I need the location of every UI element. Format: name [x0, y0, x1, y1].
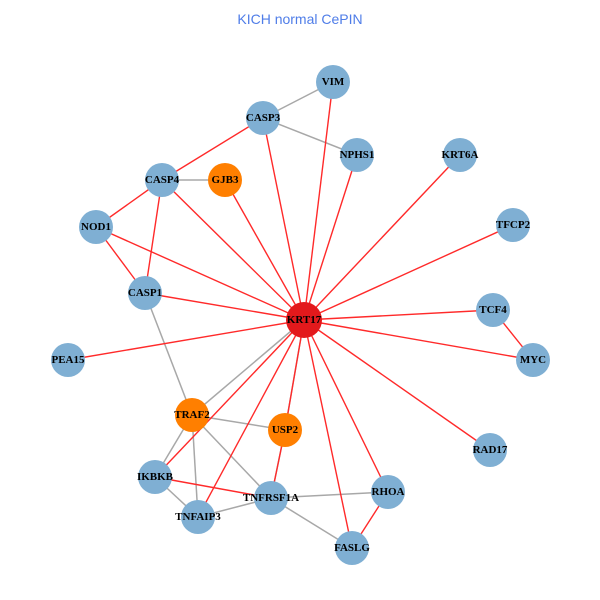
edge-krt17-tnfaip3 — [197, 319, 305, 518]
node-label: TCF4 — [479, 304, 507, 316]
node-casp4: CASP4 — [145, 163, 180, 197]
edge-krt17-pea15 — [67, 319, 305, 361]
edge-krt17-rhoa — [303, 319, 389, 493]
edge-krt17-nod1 — [95, 226, 305, 321]
node-gjb3: GJB3 — [208, 163, 242, 197]
node-circle — [335, 531, 369, 565]
edge-casp1-traf2 — [144, 292, 193, 416]
node-label: RHOA — [372, 486, 405, 498]
node-label: CASP1 — [128, 287, 162, 299]
node-circle — [371, 475, 405, 509]
node-rad17: RAD17 — [473, 433, 508, 467]
node-circle — [476, 293, 510, 327]
edge-casp3-casp4 — [161, 117, 264, 181]
node-vim: VIM — [316, 65, 350, 99]
node-tnfrsf1a: TNFRSF1A — [243, 481, 299, 515]
node-label: MYC — [520, 354, 546, 366]
node-label: NOD1 — [81, 221, 111, 233]
edge-krt17-casp4 — [161, 179, 305, 321]
node-circle — [138, 460, 172, 494]
edge-traf2-tnfrsf1a — [191, 414, 272, 499]
node-circle — [246, 101, 280, 135]
edge-casp4-casp1 — [144, 179, 163, 294]
node-label: KRT6A — [442, 149, 479, 161]
node-label: TFCP2 — [496, 219, 531, 231]
edge-krt17-rad17 — [303, 319, 491, 451]
node-label: CASP3 — [246, 112, 281, 124]
edge-krt17-tcf4 — [303, 309, 494, 321]
node-circle — [254, 481, 288, 515]
node-circle — [496, 208, 530, 242]
node-label: GJB3 — [212, 174, 239, 186]
node-nod1: NOD1 — [79, 210, 113, 244]
node-casp1: CASP1 — [128, 276, 162, 310]
edge-krt17-casp1 — [144, 292, 305, 321]
edge-ikbkb-tnfrsf1a — [154, 476, 272, 499]
node-circle — [286, 302, 322, 338]
node-krt6a: KRT6A — [442, 138, 479, 172]
edge-krt17-usp2 — [284, 319, 305, 431]
node-rhoa: RHOA — [371, 475, 405, 509]
edge-krt17-vim — [303, 81, 334, 321]
node-circle — [516, 343, 550, 377]
node-label: TNFAIP3 — [175, 511, 221, 523]
node-circle — [145, 163, 179, 197]
node-label: CASP4 — [145, 174, 180, 186]
node-label: KRT17 — [287, 314, 322, 326]
edge-tnfrsf1a-rhoa — [270, 491, 389, 499]
node-circle — [473, 433, 507, 467]
node-circle — [175, 398, 209, 432]
node-label: IKBKB — [137, 471, 174, 483]
node-label: FASLG — [334, 542, 370, 554]
node-circle — [268, 413, 302, 447]
node-circle — [79, 210, 113, 244]
node-faslg: FASLG — [334, 531, 370, 565]
node-circle — [340, 138, 374, 172]
edge-krt17-myc — [303, 319, 534, 361]
node-label: NPHS1 — [340, 149, 375, 161]
figure-title: KICH normal CePIN — [237, 11, 363, 27]
node-tcf4: TCF4 — [476, 293, 510, 327]
edge-krt17-traf2 — [191, 319, 305, 416]
node-tfcp2: TFCP2 — [496, 208, 531, 242]
node-pea15: PEA15 — [51, 343, 85, 377]
edge-krt17-krt6a — [303, 154, 461, 321]
edge-krt17-casp3 — [262, 117, 305, 321]
node-tnfaip3: TNFAIP3 — [175, 500, 221, 534]
edge-krt17-tfcp2 — [303, 224, 514, 321]
node-casp3: CASP3 — [246, 101, 281, 135]
node-label: RAD17 — [473, 444, 508, 456]
node-ikbkb: IKBKB — [137, 460, 174, 494]
edge-traf2-tnfaip3 — [191, 414, 199, 518]
node-myc: MYC — [516, 343, 550, 377]
edge-krt17-ikbkb — [154, 319, 305, 478]
node-circle — [181, 500, 215, 534]
node-traf2: TRAF2 — [174, 398, 210, 432]
node-circle — [128, 276, 162, 310]
edge-krt17-nphs1 — [303, 154, 358, 321]
node-label: TRAF2 — [174, 409, 210, 421]
edge-krt17-gjb3 — [224, 179, 305, 321]
node-circle — [443, 138, 477, 172]
node-label: USP2 — [272, 424, 299, 436]
node-label: PEA15 — [52, 354, 86, 366]
node-krt17: KRT17 — [286, 302, 322, 338]
node-label: TNFRSF1A — [243, 492, 299, 504]
node-circle — [208, 163, 242, 197]
edge-krt17-faslg — [303, 319, 353, 549]
node-circle — [51, 343, 85, 377]
node-circle — [316, 65, 350, 99]
node-usp2: USP2 — [268, 413, 302, 447]
node-nphs1: NPHS1 — [340, 138, 375, 172]
node-label: VIM — [322, 76, 345, 88]
